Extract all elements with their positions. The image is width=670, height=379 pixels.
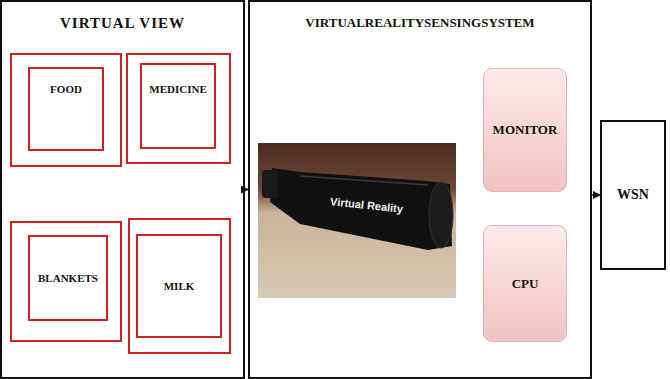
inner-border: MILK <box>136 234 222 338</box>
flow-arrow <box>592 194 600 196</box>
telescope-eyepiece <box>262 170 278 198</box>
box-label: MONITOR <box>493 122 558 138</box>
box-label: MILK <box>164 280 195 292</box>
panel-title: VIRTUAL VIEW <box>2 15 243 32</box>
box-label: CPU <box>512 276 539 292</box>
device-inscription: Virtual Reality <box>330 195 404 215</box>
network-box: WSN <box>600 120 666 270</box>
telescope-tube <box>270 168 452 250</box>
tube-highlight <box>300 176 428 185</box>
item-box: MILK <box>128 218 231 354</box>
photo-background <box>258 143 456 298</box>
box-label: FOOD <box>50 83 82 95</box>
component-box: MONITOR <box>483 68 567 192</box>
panel-title: VIRTUALREALITYSENSINGSYSTEM <box>250 15 590 31</box>
inner-border: BLANKETS <box>28 235 108 321</box>
group-panel: VIRTUAL VIEW FOOD MEDICINE BLANKETS MILK <box>0 0 245 379</box>
item-box: MEDICINE <box>126 53 231 164</box>
inner-border: MEDICINE <box>140 63 216 149</box>
system-panel: VIRTUALREALITYSENSINGSYSTEM MONITOR CPU <box>248 0 592 379</box>
item-box: FOOD <box>10 53 122 167</box>
box-label: BLANKETS <box>38 272 98 284</box>
telescope-ring <box>429 182 453 248</box>
box-label: MEDICINE <box>149 83 206 95</box>
component-box: CPU <box>483 225 567 342</box>
box-label: WSN <box>617 187 649 203</box>
item-box: BLANKETS <box>10 221 122 342</box>
inner-border: FOOD <box>28 67 104 151</box>
